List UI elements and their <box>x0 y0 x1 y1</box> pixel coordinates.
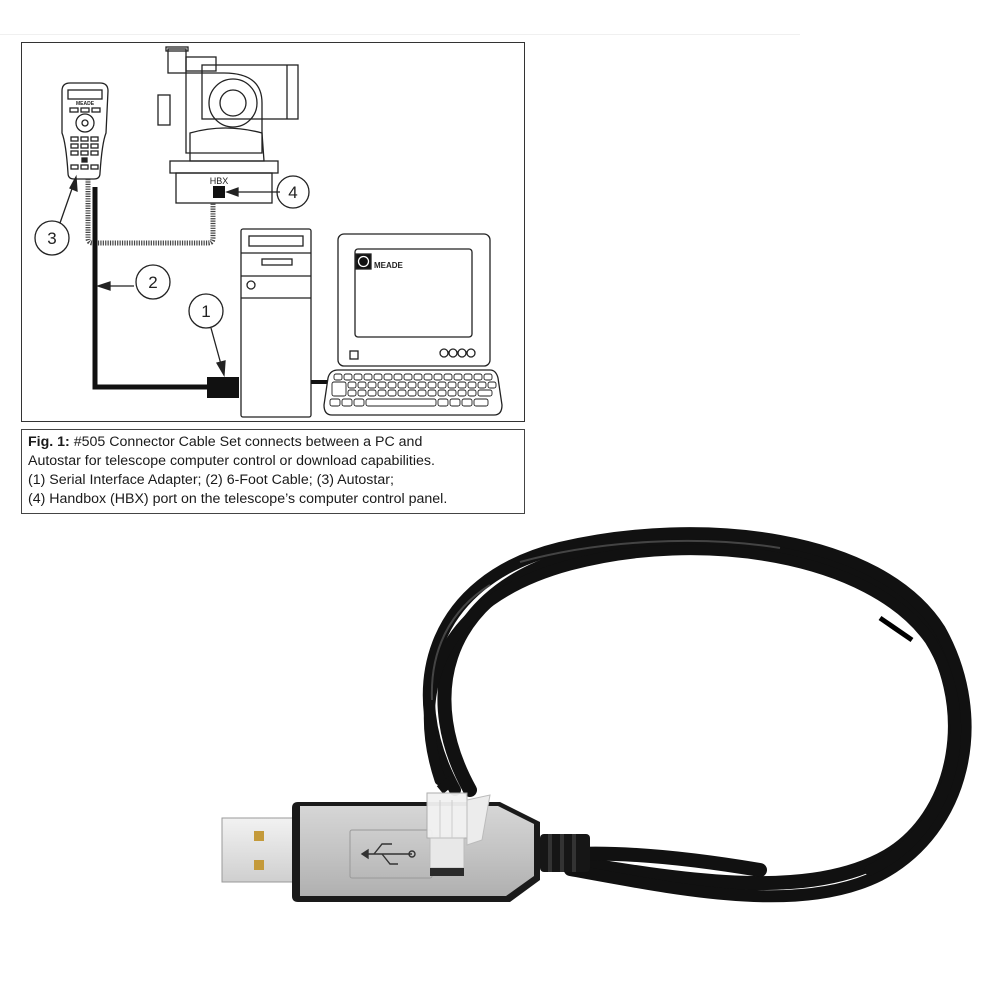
caption-line-4: (4) Handbox (HBX) port on the telescope’… <box>28 491 448 507</box>
monitor-brand-label: MEADE <box>374 261 404 270</box>
callout-3-label: 3 <box>47 229 56 248</box>
top-divider <box>0 34 800 35</box>
usb-cable-photo <box>221 527 972 903</box>
keyboard-icon <box>323 369 503 416</box>
figure-caption: Fig. 1: #505 Connector Cable Set connect… <box>21 429 525 514</box>
connection-diagram: MEADE HBX 4 <box>21 42 525 422</box>
caption-line-2: Autostar for telescope computer control … <box>28 453 435 469</box>
rj-plug-icon <box>426 792 491 876</box>
callout-2-label: 2 <box>148 273 157 292</box>
hbx-port-icon <box>213 186 225 198</box>
monitor-icon <box>337 233 491 367</box>
handbox-brand-label: MEADE <box>76 101 95 107</box>
callout-1-label: 1 <box>201 302 210 321</box>
caption-line-3: (1) Serial Interface Adapter; (2) 6-Foot… <box>28 472 394 488</box>
serial-adapter-icon <box>207 377 239 398</box>
autostar-handbox-icon <box>61 82 109 180</box>
pc-tower-icon <box>240 228 312 418</box>
hbx-label: HBX <box>210 176 229 186</box>
caption-line-1: Fig. 1: #505 Connector Cable Set connect… <box>28 434 423 450</box>
usb-trident-icon <box>360 843 416 865</box>
strain-relief-icon <box>540 834 590 872</box>
telescope-icon <box>157 46 299 204</box>
usb-plug-icon <box>221 817 305 883</box>
diagram-illustration: MEADE HBX 4 <box>34 46 503 418</box>
cable-coil-icon <box>422 527 972 903</box>
caption-prefix: Fig. 1: <box>28 434 70 450</box>
callout-4-label: 4 <box>288 183 297 202</box>
